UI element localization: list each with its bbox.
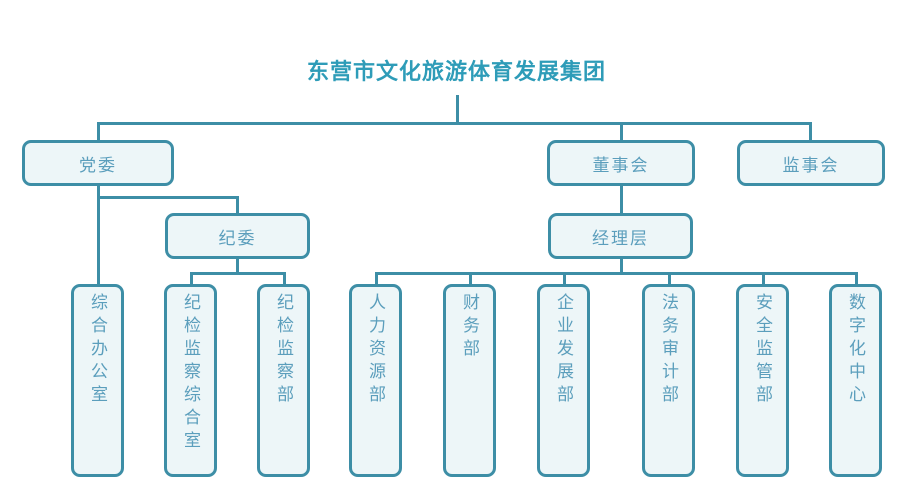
node-label: 党委 (79, 155, 117, 175)
node-enterprise-development-dept[interactable]: 企业发展部 (537, 284, 590, 477)
connector-to-human-resources-dept (375, 272, 378, 285)
node-party-committee[interactable]: 党委 (22, 140, 174, 186)
node-label: 纪检监察综合室 (181, 293, 200, 454)
node-discipline-commission[interactable]: 纪委 (165, 213, 310, 259)
node-discipline-general-office[interactable]: 纪检监察综合室 (164, 284, 217, 477)
node-label: 经理层 (592, 228, 649, 248)
node-label: 综合办公室 (88, 293, 107, 408)
node-digitalization-center[interactable]: 数字化中心 (829, 284, 882, 477)
connector-to-board-of-supervisors (809, 122, 812, 142)
connector-to-safety-supervision-dept (762, 272, 765, 285)
node-safety-supervision-dept[interactable]: 安全监管部 (736, 284, 789, 477)
node-legal-audit-dept[interactable]: 法务审计部 (642, 284, 695, 477)
connector-to-discipline-commission (236, 196, 239, 214)
node-label: 人力资源部 (366, 293, 385, 408)
connector-level1-bus (97, 122, 812, 125)
page-title: 东营市文化旅游体育发展集团 (306, 59, 606, 84)
connector-to-discipline-general-office (190, 272, 193, 285)
connector-to-legal-audit-dept (668, 272, 671, 285)
connector-to-finance-dept (469, 272, 472, 285)
connector-discipline-stem (236, 259, 239, 275)
node-label: 法务审计部 (659, 293, 678, 408)
connector-discipline-bus (190, 272, 286, 275)
node-general-office[interactable]: 综合办公室 (71, 284, 124, 477)
node-label: 财务部 (460, 293, 479, 362)
node-label: 纪检监察部 (274, 293, 293, 408)
node-label: 企业发展部 (554, 293, 573, 408)
node-label: 数字化中心 (846, 293, 865, 408)
node-label: 纪委 (218, 228, 257, 248)
node-human-resources-dept[interactable]: 人力资源部 (349, 284, 402, 477)
node-discipline-inspection-dept[interactable]: 纪检监察部 (257, 284, 310, 477)
connector-to-discipline-inspection-dept (283, 272, 286, 285)
node-board-of-directors[interactable]: 董事会 (547, 140, 695, 186)
connector-to-board-of-directors (620, 122, 623, 142)
node-finance-dept[interactable]: 财务部 (443, 284, 496, 477)
connector-board-to-management (620, 186, 623, 214)
connector-to-enterprise-development-dept (563, 272, 566, 285)
connector-party-committee-trunk (97, 186, 100, 285)
node-label: 董事会 (592, 155, 650, 175)
node-management-layer[interactable]: 经理层 (548, 213, 693, 259)
connector-root-stem (456, 95, 459, 124)
node-label: 监事会 (782, 155, 840, 175)
connector-management-stem (620, 259, 623, 275)
connector-to-digitalization-center (855, 272, 858, 285)
connector-to-party-committee (97, 122, 100, 142)
node-board-of-supervisors[interactable]: 监事会 (737, 140, 885, 186)
connector-management-bus (375, 272, 857, 275)
node-label: 安全监管部 (753, 293, 772, 408)
connector-party-to-discipline-commission (97, 196, 239, 199)
